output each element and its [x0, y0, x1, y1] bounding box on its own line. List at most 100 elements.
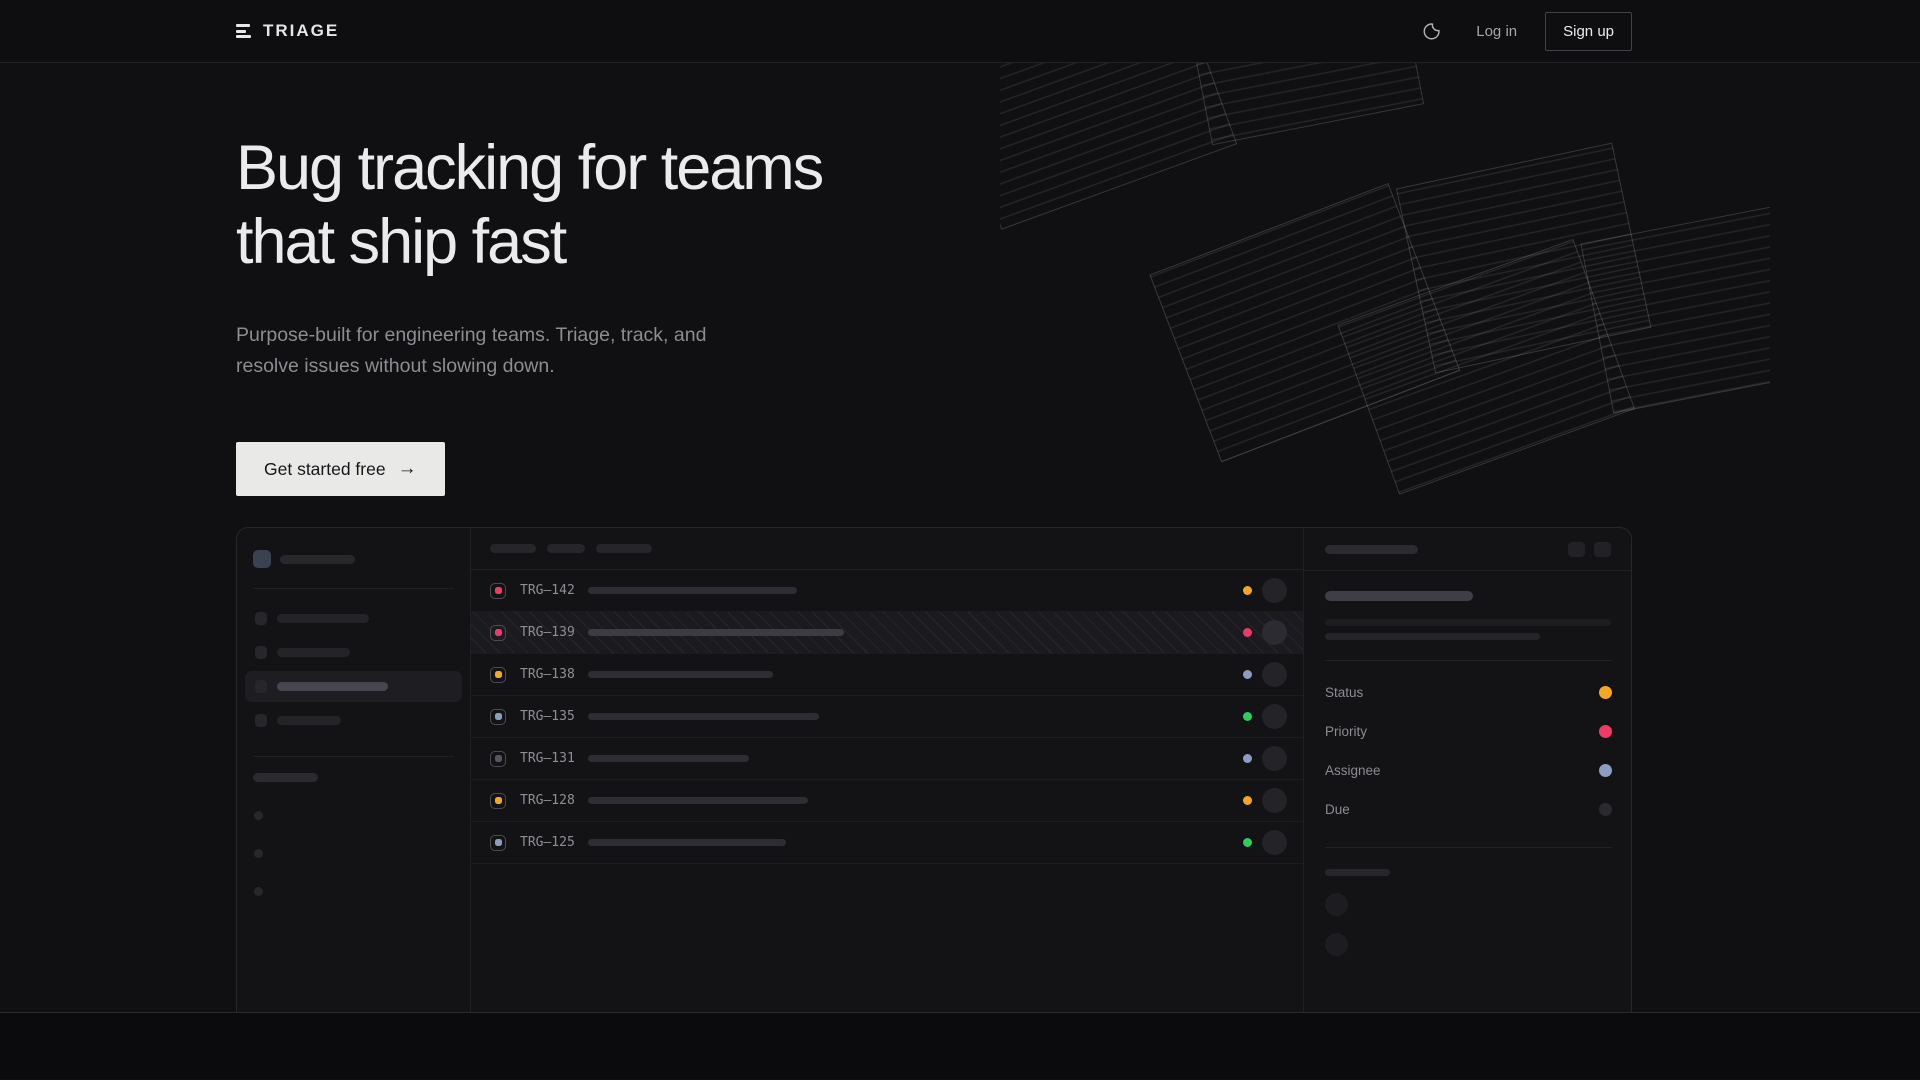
divider: [253, 588, 454, 589]
hero-section: Bug tracking for teams that ship fast Pu…: [0, 63, 1920, 1013]
issue-type-icon: [490, 792, 506, 809]
nav-right: Log in Sign up: [1414, 11, 1632, 51]
hero-title: Bug tracking for teams that ship fast: [236, 133, 824, 278]
issue-id: TRG–138: [520, 667, 575, 682]
sidebar-item-skeleton: [245, 705, 462, 736]
issue-title-skeleton: [588, 587, 797, 594]
filter-pill-skeleton: [596, 544, 652, 553]
brand-name: TRIAGE: [263, 21, 340, 40]
sidebar-item-skeleton: [245, 603, 462, 634]
workspace-switcher-skeleton: [253, 550, 454, 568]
status-dot: [1243, 796, 1252, 805]
signup-button[interactable]: Sign up: [1545, 11, 1632, 51]
detail-field-row: Status: [1325, 685, 1612, 700]
issue-title-skeleton: [588, 839, 786, 846]
sidebar-item-icon-skeleton: [255, 612, 267, 625]
issue-title-skeleton: [588, 755, 749, 762]
comment-avatar-skeleton: [1325, 893, 1348, 916]
detail-section-label-skeleton: [1325, 869, 1390, 876]
assignee-avatar-skeleton: [1262, 620, 1287, 645]
detail-text-skeleton: [1325, 633, 1540, 640]
assignee-avatar-skeleton: [1262, 704, 1287, 729]
field-label: Priority: [1325, 724, 1368, 739]
field-value-dot: [1599, 764, 1612, 777]
issue-type-icon: [490, 750, 506, 767]
issue-title-skeleton: [588, 629, 844, 636]
moon-icon: [1423, 22, 1440, 39]
login-link[interactable]: Log in: [1476, 22, 1518, 40]
field-value-dot: [1599, 686, 1612, 699]
assignee-avatar-skeleton: [1262, 788, 1287, 813]
assignee-avatar-skeleton: [1262, 662, 1287, 687]
divider: [253, 756, 454, 757]
detail-field-row: Assignee: [1325, 763, 1612, 778]
workspace-name-skeleton: [280, 554, 355, 564]
field-label: Due: [1325, 802, 1350, 817]
issue-id: TRG–142: [520, 583, 575, 598]
issue-id: TRG–128: [520, 793, 575, 808]
issue-type-icon: [490, 708, 506, 725]
mockup-sidebar: [237, 528, 471, 1012]
assignee-avatar-skeleton: [1262, 830, 1287, 855]
arrow-right-icon: →: [397, 458, 417, 480]
issue-list-header: [471, 528, 1303, 570]
issue-type-icon: [490, 666, 506, 683]
status-dot: [1243, 670, 1252, 679]
field-label: Status: [1325, 685, 1364, 700]
divider: [1325, 660, 1612, 661]
triage-logo-icon: [236, 24, 251, 38]
hero-subtitle: Purpose-built for engineering teams. Tri…: [236, 323, 707, 377]
sidebar-item-icon-skeleton: [255, 680, 267, 693]
wireframe-sheets-graphic: [1000, 63, 1770, 495]
issue-title-skeleton: [588, 797, 808, 804]
detail-header: [1304, 528, 1631, 571]
sidebar-item-skeleton: [245, 637, 462, 668]
sidebar-section-label-skeleton: [253, 773, 318, 782]
get-started-button[interactable]: Get started free →: [236, 442, 445, 497]
field-label: Assignee: [1325, 763, 1381, 778]
issue-row: TRG–139: [471, 612, 1303, 654]
divider: [1325, 847, 1612, 848]
sidebar-dot-skeleton: [254, 849, 263, 858]
issue-type-icon: [490, 582, 506, 599]
issue-title-skeleton: [588, 671, 773, 678]
detail-text-skeleton: [1325, 619, 1611, 626]
brand: TRIAGE: [236, 21, 339, 41]
panel-action-icon: [1568, 541, 1585, 557]
sidebar-dot-skeleton: [254, 887, 263, 896]
detail-field-row: Priority: [1325, 724, 1612, 739]
sidebar-item-active-skeleton: [245, 671, 462, 702]
issue-title-skeleton: [588, 713, 819, 720]
issue-id: TRG–125: [520, 835, 575, 850]
issue-type-icon: [490, 624, 506, 641]
panel-action-icon: [1594, 541, 1611, 557]
sidebar-item-icon-skeleton: [255, 714, 267, 727]
theme-toggle-button[interactable]: [1414, 14, 1448, 48]
get-started-label: Get started free: [264, 458, 386, 479]
workspace-avatar-skeleton: [253, 550, 271, 568]
field-value-dot: [1599, 803, 1612, 816]
filter-pill-skeleton: [547, 544, 585, 553]
detail-field-row: Due: [1325, 802, 1612, 817]
issue-row: TRG–135: [471, 696, 1303, 738]
issue-row: TRG–138: [471, 654, 1303, 696]
detail-title-skeleton: [1325, 591, 1473, 601]
issue-row: TRG–142: [471, 570, 1303, 612]
issue-id: TRG–139: [520, 625, 575, 640]
issue-row: TRG–128: [471, 780, 1303, 822]
sidebar-dot-skeleton: [254, 811, 263, 820]
status-dot: [1243, 754, 1252, 763]
status-dot: [1243, 586, 1252, 595]
status-dot: [1243, 712, 1252, 721]
assignee-avatar-skeleton: [1262, 578, 1287, 603]
comment-avatar-skeleton: [1325, 933, 1348, 956]
assignee-avatar-skeleton: [1262, 746, 1287, 771]
detail-header-skeleton: [1325, 544, 1418, 554]
sidebar-item-icon-skeleton: [255, 646, 267, 659]
issue-row: TRG–125: [471, 822, 1303, 864]
